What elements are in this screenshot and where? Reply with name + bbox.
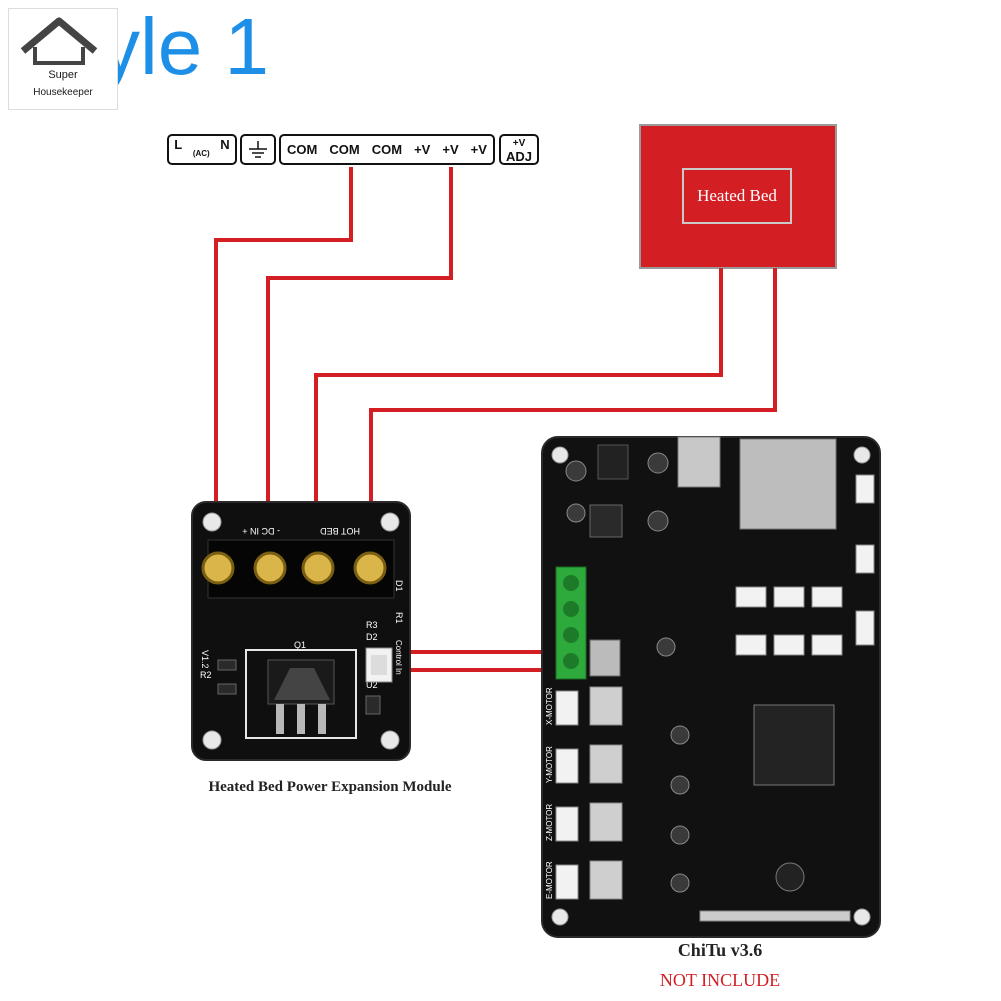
wire-bed-to-hot-bed-2 [369, 268, 777, 545]
mount-hole [380, 512, 400, 532]
stepper-drivers [589, 686, 623, 900]
silk-dc-in: - DC IN + [242, 526, 280, 536]
terminal-label-n: N [220, 137, 230, 152]
dc-jack [597, 444, 629, 480]
logo-text-top: Super [48, 69, 78, 81]
board-note: NOT INCLUDE [659, 970, 781, 990]
regulator [589, 639, 621, 677]
silk-r2: R2 [200, 670, 212, 680]
endstop-connectors [735, 474, 875, 656]
logo-text-bottom: Housekeeper [33, 87, 93, 98]
module-caption: Heated Bed Power Expansion Module [208, 779, 452, 795]
terminal-com-2: COM [329, 142, 360, 157]
silk-u2: U2 [366, 680, 378, 690]
wire-bed-to-hot-bed-1 [314, 268, 723, 545]
silk-version: V1.2 [200, 650, 210, 669]
silk-r1: R1 [394, 612, 404, 624]
silk-hot-bed: HOT BED [320, 526, 360, 536]
capacitors [565, 452, 690, 893]
mount-hole [551, 446, 569, 464]
wire-com-to-dc-in-minus [214, 167, 353, 545]
mount-hole [853, 908, 871, 926]
motor-connectors [555, 690, 579, 900]
chitu-board: X-MOTOR Y-MOTOR Z-MOTOR E-MOTOR [541, 436, 881, 938]
terminal-ground [240, 134, 276, 165]
mosfet-outline [245, 649, 357, 739]
silk-d1: D1 [394, 580, 404, 592]
wire-v-to-dc-in-plus [266, 167, 453, 545]
silk-q1: Q1 [294, 640, 306, 650]
silk-control-in: Control In [394, 640, 403, 675]
screw-terminals [201, 551, 387, 585]
terminal-adj-bottom: ADJ [505, 148, 532, 164]
heated-bed-label: Heated Bed [682, 168, 792, 224]
terminal-adjust: +V ADJ [499, 134, 539, 165]
label-y-motor: Y-MOTOR [545, 746, 554, 783]
page-title: yle 1 [100, 2, 269, 91]
mount-hole [202, 730, 222, 750]
mount-hole [551, 908, 569, 926]
buzzer [775, 862, 805, 892]
heated-bed: Heated Bed [639, 124, 837, 269]
power-module-board: - DC IN + HOT BED Q1 R3 D2 R1 D1 U2 R2 V… [191, 501, 411, 761]
terminal-label-ac: (AC) [192, 149, 210, 158]
terminal-com-3: COM [371, 142, 403, 157]
terminal-dc-outputs: COM COM COM +V +V +V [279, 134, 495, 165]
inductor [589, 504, 623, 538]
mount-hole [380, 730, 400, 750]
power-terminals [555, 566, 587, 680]
board-caption: ChiTu v3.6 [677, 940, 763, 960]
label-z-motor: Z-MOTOR [545, 804, 554, 841]
terminal-label-l: L [174, 137, 183, 152]
terminal-adj-top: +V [512, 137, 526, 149]
terminal-v-3: +V [470, 142, 487, 157]
sd-card-slot [739, 438, 837, 530]
terminal-ac-input: L (AC) N [167, 134, 237, 165]
terminal-v-2: +V [442, 142, 459, 157]
terminal-com-1: COM [287, 142, 318, 157]
brand-logo: Super Housekeeper [8, 8, 118, 110]
house-icon [20, 17, 98, 65]
ribbon-connector [699, 910, 851, 922]
mcu-chip [753, 704, 835, 786]
label-e-motor: E-MOTOR [545, 861, 554, 899]
terminal-v-1: +V [414, 142, 431, 157]
mount-hole [853, 446, 871, 464]
ground-icon [249, 140, 267, 158]
usb-port [677, 436, 721, 488]
mount-hole [202, 512, 222, 532]
silk-d2: D2 [366, 632, 378, 642]
silk-r3: R3 [366, 620, 378, 630]
label-x-motor: X-MOTOR [545, 687, 554, 725]
